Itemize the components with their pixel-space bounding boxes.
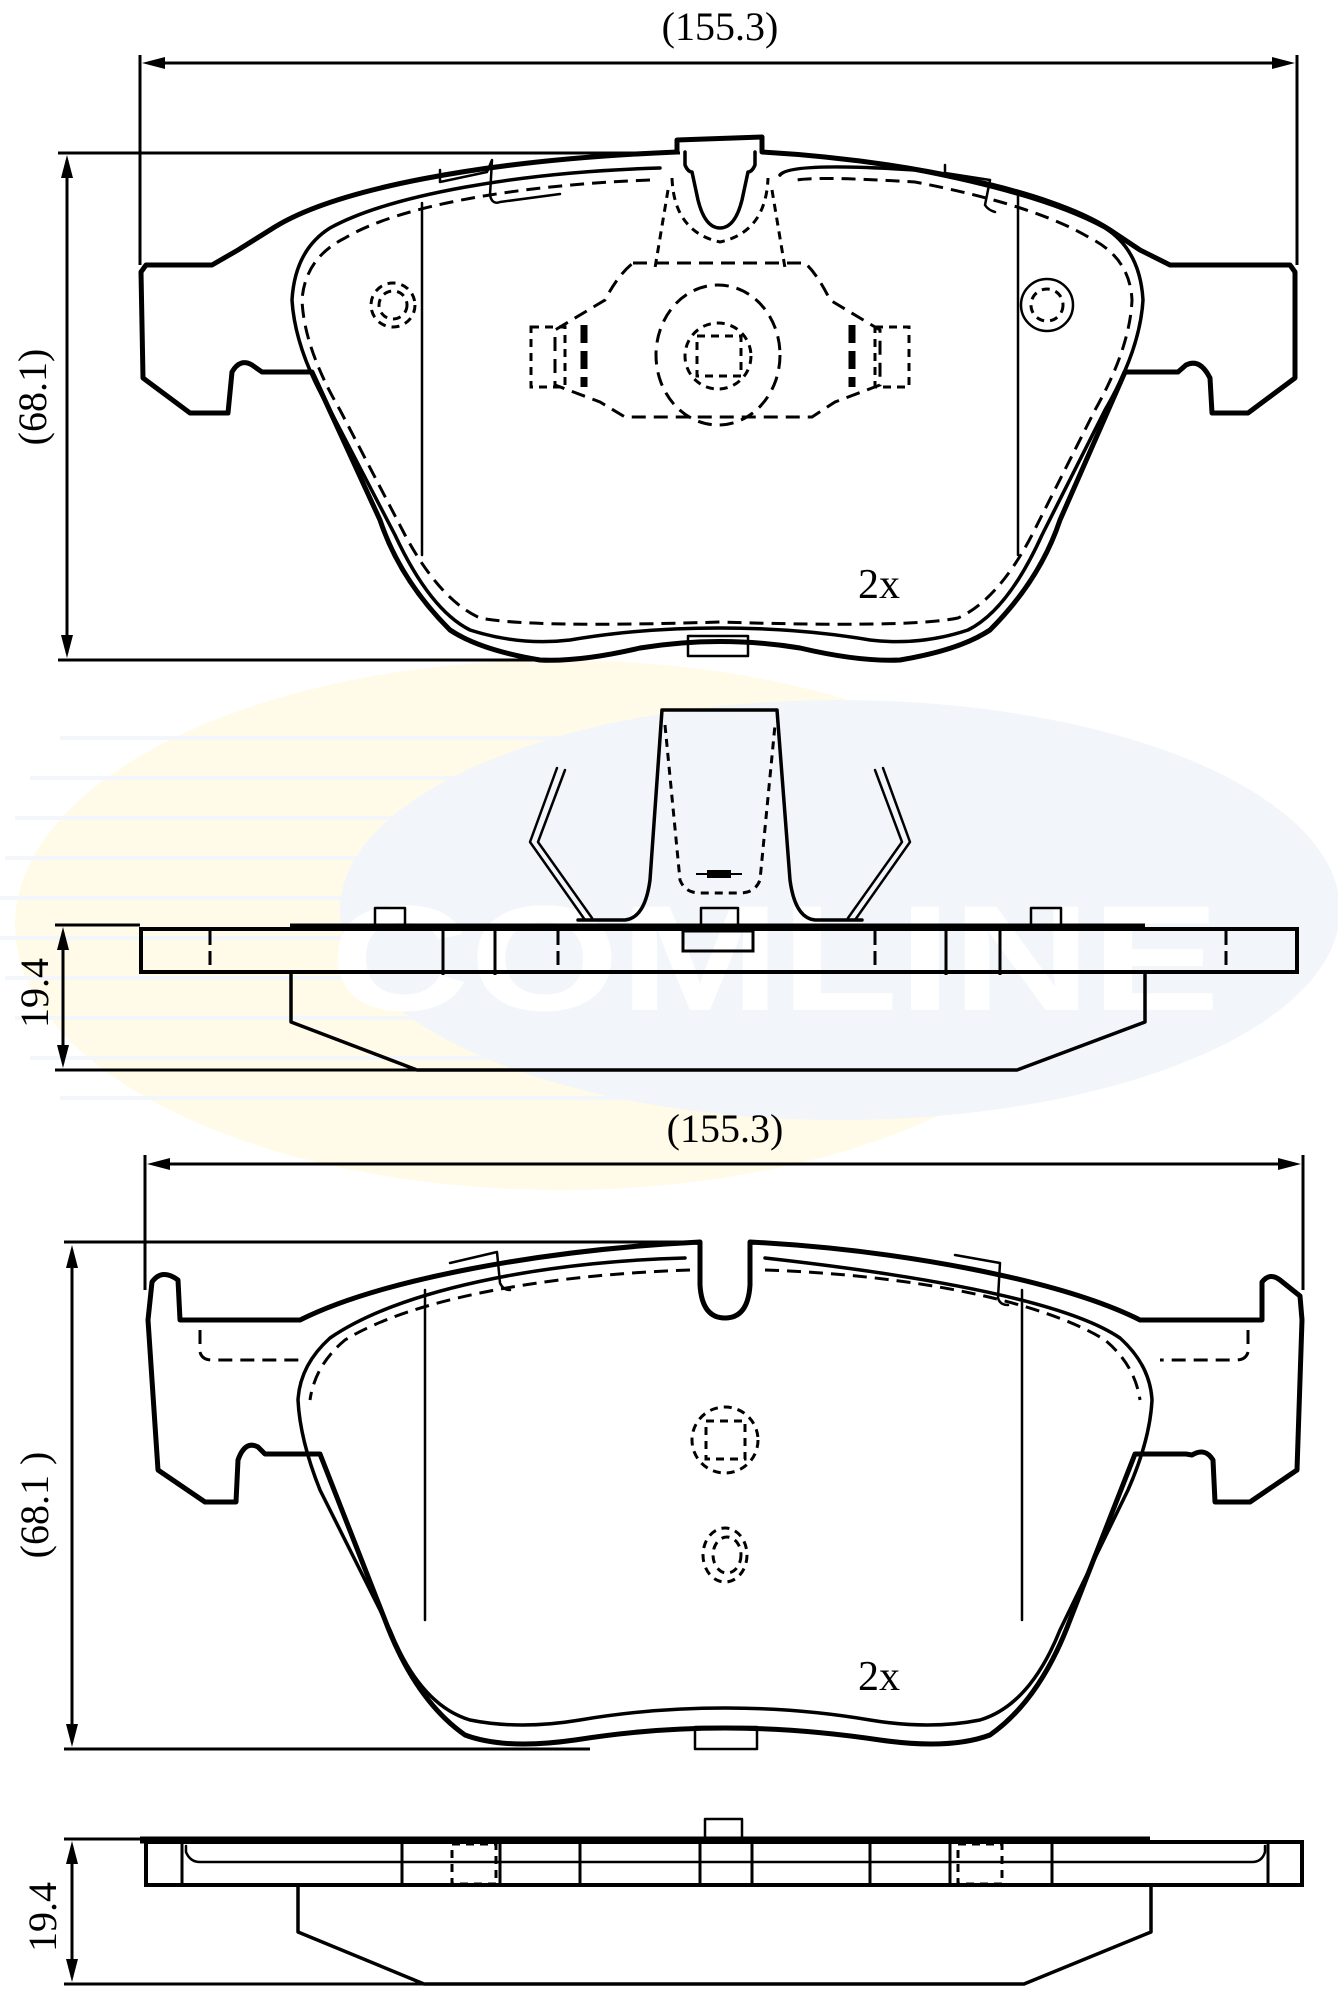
arrow-left-icon (147, 1158, 170, 1170)
quantity-label-1: 2x (858, 562, 900, 608)
indicator-circle-left-1 (369, 281, 417, 329)
top-tab-left-side-1 (373, 906, 407, 927)
friction-outline-1 (290, 165, 1145, 644)
bottom-tab-2 (693, 1725, 759, 1751)
backplate-outline-2 (145, 1239, 1305, 1747)
wear-tab-left-1 (438, 158, 562, 204)
ear-dashed-right-2 (1160, 1330, 1250, 1362)
height-dimension-2: (68.1 ) (12, 1240, 700, 1751)
spring-arm-left-1 (528, 766, 594, 922)
arrow-down-icon (66, 1724, 78, 1747)
piston-square-1 (695, 334, 743, 378)
piston-circle-2 (690, 1405, 760, 1475)
height-dimension-1: (68.1) (10, 151, 680, 662)
width-dimension-2: (155.3) (143, 1106, 1305, 1290)
height-label-2: (68.1 ) (12, 1452, 57, 1559)
top-view-2: (155.3) (68.1 ) 2x (12, 1106, 1305, 1751)
friction-dashed-outline-1 (300, 177, 1134, 626)
friction-dashed-outline-2 (308, 1268, 1142, 1401)
arrow-up-icon (57, 927, 69, 950)
bracket-left-1 (529, 325, 567, 389)
pin-holes-1 (441, 929, 1002, 975)
width-label-1: (155.3) (662, 4, 779, 49)
arrow-down-icon (66, 1959, 78, 1982)
friction-side-1 (289, 970, 1147, 1072)
arrow-down-icon (61, 635, 73, 658)
watermark-text: COMLINE (330, 874, 1220, 1042)
thickness-label-2: 19.4 (20, 1882, 65, 1952)
friction-side-2 (296, 1885, 1153, 1986)
wear-tab-right-1 (943, 163, 997, 214)
top-tab-side-2 (703, 1817, 744, 1841)
plate-dividers-2 (180, 1844, 1270, 1884)
top-tab-center-side-1 (699, 906, 740, 927)
piston-square-2 (704, 1419, 747, 1461)
arrow-right-icon (1272, 57, 1295, 69)
wear-tab-right-2 (953, 1253, 1010, 1307)
arrow-up-icon (66, 1245, 78, 1268)
arrow-up-icon (66, 1841, 78, 1864)
indicator-circle-2 (701, 1526, 749, 1584)
friction-outline-2 (296, 1256, 1154, 1727)
top-tab-right-side-1 (1029, 906, 1063, 927)
center-clip-slot-1 (683, 150, 757, 230)
watermark-circle (340, 700, 1338, 1120)
side-view-2: 19.4 (20, 1817, 1304, 1986)
thickness-label-1: 19.4 (12, 958, 57, 1028)
pin-holes-2 (450, 1842, 1004, 1886)
arrow-down-icon (57, 1045, 69, 1068)
ear-dashed-left-2 (198, 1330, 300, 1362)
piston-circle-inner-1 (683, 321, 753, 391)
plate-dividers-1 (208, 931, 1228, 970)
center-clip-dashed-1 (670, 177, 770, 244)
bracket-right-1 (873, 325, 911, 389)
width-dimension-1: (155.3) (138, 4, 1299, 265)
arrow-right-icon (1278, 1158, 1301, 1170)
backplate-outline-1 (138, 134, 1298, 663)
bottom-tab-1 (686, 634, 750, 658)
top-view-1: (155.3) (68.1) (10, 4, 1299, 663)
spring-arm-right-1 (846, 766, 912, 922)
backplate-side-2 (144, 1840, 1304, 1887)
indicator-circle-right-1 (1019, 277, 1075, 333)
plate-inner-line-2 (184, 1844, 1267, 1864)
comline-watermark: COMLINE (0, 660, 1338, 1190)
retaining-clip-inner-1 (663, 724, 777, 895)
arrow-left-icon (142, 57, 165, 69)
width-label-2: (155.3) (667, 1106, 784, 1151)
height-label-1: (68.1) (10, 349, 55, 446)
retaining-clip-1 (576, 708, 864, 922)
wear-tab-left-2 (448, 1250, 512, 1292)
spring-outline-1 (553, 261, 882, 419)
quantity-label-2: 2x (858, 1654, 900, 1700)
arrow-up-icon (61, 155, 73, 178)
side-view-1: 19.4 (12, 708, 1299, 1072)
piston-circle-outer-1 (654, 283, 782, 427)
